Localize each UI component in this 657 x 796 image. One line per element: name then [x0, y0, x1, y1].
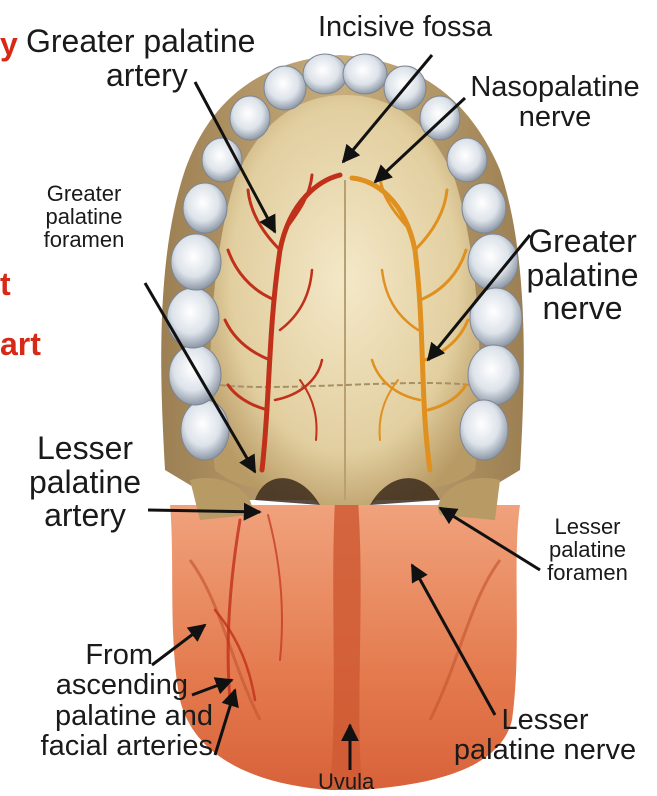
- label-greater-palatine-nerve: Greater palatine nerve: [520, 225, 645, 326]
- label-uvula: Uvula: [318, 770, 374, 793]
- label-lesser-palatine-foramen: Lesser palatine foramen: [530, 515, 645, 584]
- label-incisive-fossa: Incisive fossa: [318, 12, 492, 42]
- cropped-edge-text-top: y: [0, 28, 18, 62]
- cropped-edge-text-mid: t: [0, 268, 11, 302]
- cropped-edge-text-low: art: [0, 328, 41, 362]
- label-greater-palatine-artery: Greater palatine artery: [26, 25, 255, 92]
- uvula: [330, 500, 362, 790]
- label-nasopalatine-nerve: Nasopalatine nerve: [470, 72, 640, 133]
- label-lesser-palatine-nerve: Lesser palatine nerve: [445, 705, 645, 766]
- label-lesser-palatine-artery: Lesser palatine artery: [20, 432, 150, 533]
- label-greater-palatine-foramen: Greater palatine foramen: [30, 182, 138, 251]
- label-ascending-palatine-facial: From ascending palatine and facial arter…: [8, 640, 213, 762]
